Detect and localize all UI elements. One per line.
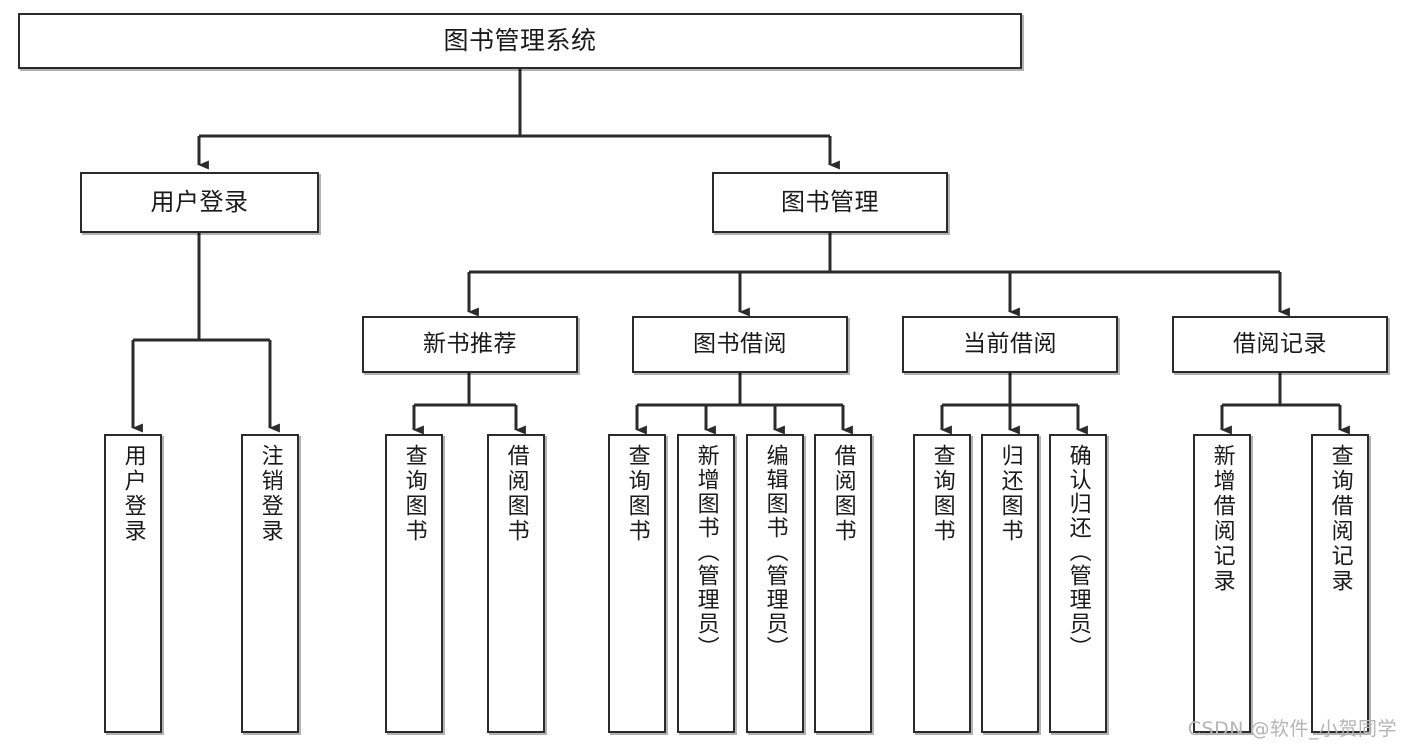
leaf-user-login-signout-label: 注销登录 [257,444,283,544]
watermark-text: CSDN @软件_小贺同学 [1187,718,1397,740]
node-current-borrow-label: 当前借阅 [963,330,1057,357]
leaf-current-query-book-label: 查询图书 [929,444,955,544]
leaf-borrow-borrow-book-label: 借阅图书 [830,444,856,544]
leaf-borrow-add-book-admin-label: 新增图书（管理员） [693,444,719,660]
leaf-borrow-query-book[interactable]: 查询图书 [608,434,666,733]
leaf-new-book-query-label: 查询图书 [401,444,427,544]
node-root-system[interactable]: 图书管理系统 [18,13,1022,69]
leaf-new-book-borrow-label: 借阅图书 [503,444,529,544]
leaf-new-book-query[interactable]: 查询图书 [385,434,443,733]
leaf-user-login-signin[interactable]: 用户登录 [104,434,162,733]
leaf-record-add-record-label: 新增借阅记录 [1209,444,1235,594]
leaf-current-confirm-return-admin-label: 确认归还（管理员） [1065,444,1091,660]
leaf-record-query-record[interactable]: 查询借阅记录 [1311,434,1369,733]
leaf-new-book-borrow[interactable]: 借阅图书 [487,434,545,733]
node-user-login[interactable]: 用户登录 [80,172,319,233]
leaf-borrow-query-book-label: 查询图书 [624,444,650,544]
node-book-management-label: 图书管理 [781,188,879,217]
node-new-book-recommend-label: 新书推荐 [423,330,517,357]
leaf-current-return-book-label: 归还图书 [997,444,1023,544]
leaf-record-query-record-label: 查询借阅记录 [1327,444,1353,594]
leaf-current-query-book[interactable]: 查询图书 [913,434,971,733]
node-new-book-recommend[interactable]: 新书推荐 [362,316,578,373]
leaf-borrow-edit-book-admin[interactable]: 编辑图书（管理员） [746,434,804,733]
leaf-borrow-borrow-book[interactable]: 借阅图书 [814,434,872,733]
node-user-login-label: 用户登录 [150,188,249,217]
leaf-borrow-edit-book-admin-label: 编辑图书（管理员） [762,444,788,660]
node-current-borrow[interactable]: 当前借阅 [902,316,1118,373]
node-book-borrow[interactable]: 图书借阅 [632,316,848,373]
node-book-management[interactable]: 图书管理 [712,172,948,233]
node-root-label: 图书管理系统 [443,26,597,56]
leaf-record-add-record[interactable]: 新增借阅记录 [1193,434,1251,733]
node-borrow-record-label: 借阅记录 [1233,330,1327,357]
leaf-borrow-add-book-admin[interactable]: 新增图书（管理员） [677,434,735,733]
node-borrow-record[interactable]: 借阅记录 [1172,316,1388,373]
leaf-user-login-signin-label: 用户登录 [120,444,146,544]
leaf-user-login-signout[interactable]: 注销登录 [241,434,299,733]
leaf-current-confirm-return-admin[interactable]: 确认归还（管理员） [1049,434,1107,733]
node-book-borrow-label: 图书借阅 [693,330,787,357]
leaf-current-return-book[interactable]: 归还图书 [981,434,1039,733]
